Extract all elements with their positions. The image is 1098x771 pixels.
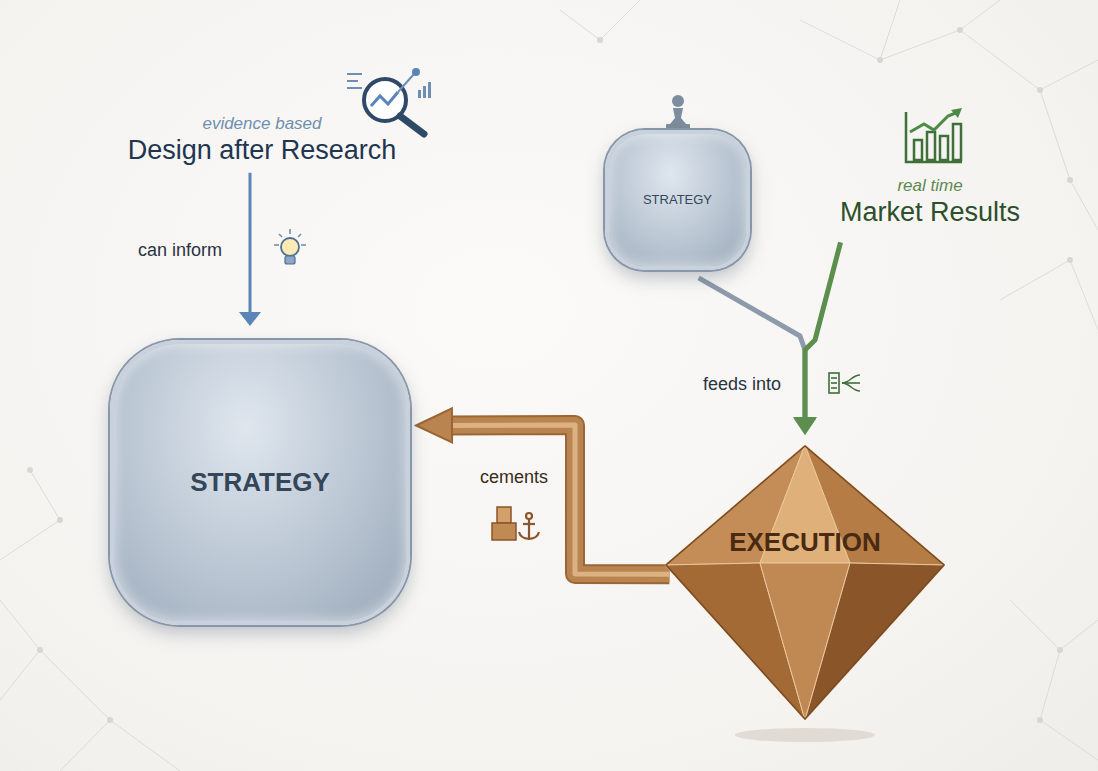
strategy-box-small: STRATEGY [605, 130, 750, 270]
chart-icon [906, 108, 962, 162]
diamond-outline [665, 445, 945, 720]
node-label: EXECUTION [665, 527, 945, 558]
anchor-icon [492, 507, 539, 540]
arrow-connector [793, 242, 841, 435]
merge-icon [829, 373, 860, 393]
diamond-border [666, 446, 944, 719]
network-dots [27, 27, 1073, 723]
connector-line [249, 173, 252, 314]
research-source: evidence basedDesign after Research [122, 112, 403, 169]
connector-line [699, 278, 805, 421]
market-source: real timeMarket Results [834, 174, 1026, 231]
node-subtitle: evidence based [128, 114, 397, 134]
pipe-arrow [416, 408, 669, 574]
arrow-connector [699, 278, 816, 435]
lightbulb-icon [274, 229, 306, 264]
execution-diamond: EXECUTION [665, 445, 945, 720]
edge-label: cements [480, 467, 548, 488]
pipe-highlight [450, 425, 669, 574]
edge-label: can inform [138, 240, 222, 261]
diamond-shadow [735, 728, 875, 742]
arrowhead [416, 408, 452, 442]
edge-label: feeds into [703, 374, 781, 395]
connector-line [450, 425, 669, 574]
node-subtitle: real time [840, 176, 1020, 196]
arrowhead [239, 312, 261, 326]
node-label: Design after Research [128, 134, 397, 166]
arrowhead [793, 417, 817, 435]
connector-line [805, 242, 841, 419]
node-label: STRATEGY [190, 467, 330, 498]
node-label: Market Results [840, 196, 1020, 228]
pawn-icon [666, 95, 690, 129]
node-label: STRATEGY [643, 192, 712, 208]
strategy-box-large: STRATEGY [110, 340, 410, 625]
pipe-outline [450, 425, 669, 574]
arrow-connector [239, 173, 261, 326]
research-icon [347, 68, 431, 134]
